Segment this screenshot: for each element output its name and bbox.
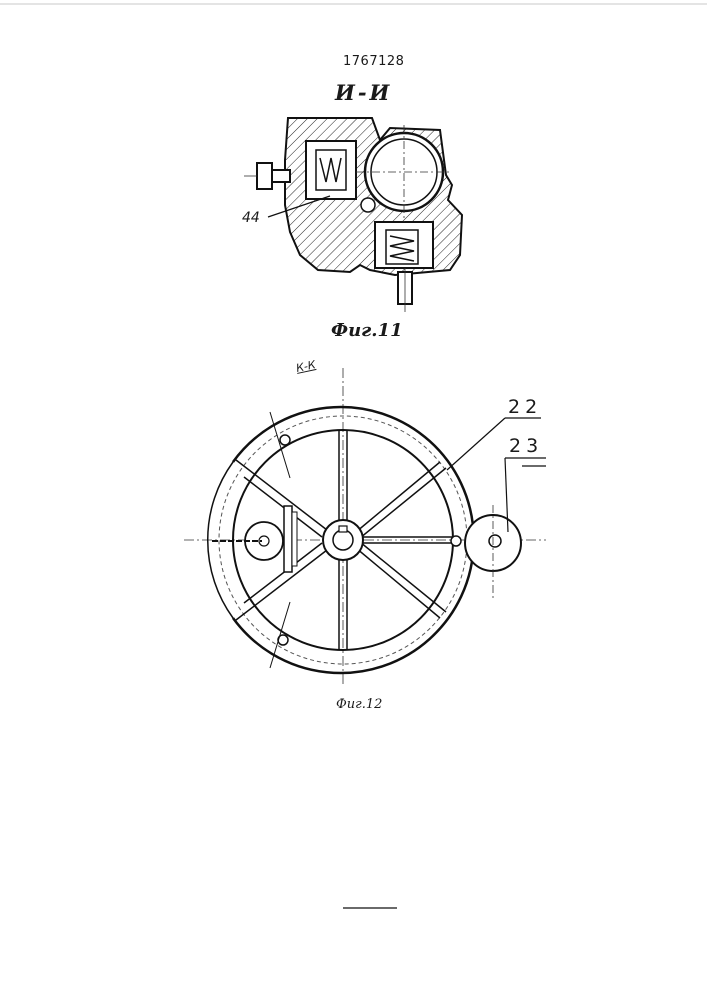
screw-shank-left <box>272 170 290 182</box>
spoke-ur-a <box>356 462 440 532</box>
wheel-keyway <box>339 526 347 532</box>
figure-11-section-view <box>244 118 462 312</box>
wheel-bore <box>333 530 353 550</box>
rim-hole-top <box>280 435 290 445</box>
spoke-ul-a <box>236 460 327 530</box>
upper-plunger <box>316 150 346 190</box>
spoke-ur-b <box>360 468 446 538</box>
screw-head-left <box>257 163 272 189</box>
leader-22 <box>447 418 505 470</box>
left-bracket <box>284 506 292 572</box>
left-bracket-plate <box>292 512 297 566</box>
spoke-ll-a <box>236 550 327 620</box>
ball-detent <box>361 198 375 212</box>
spoke-lr-a <box>356 548 440 618</box>
spoke-lr-b <box>360 542 446 612</box>
rim-hole-right <box>451 536 461 546</box>
pinion-bore <box>489 535 501 547</box>
figure-12-wheel-view <box>184 368 546 686</box>
